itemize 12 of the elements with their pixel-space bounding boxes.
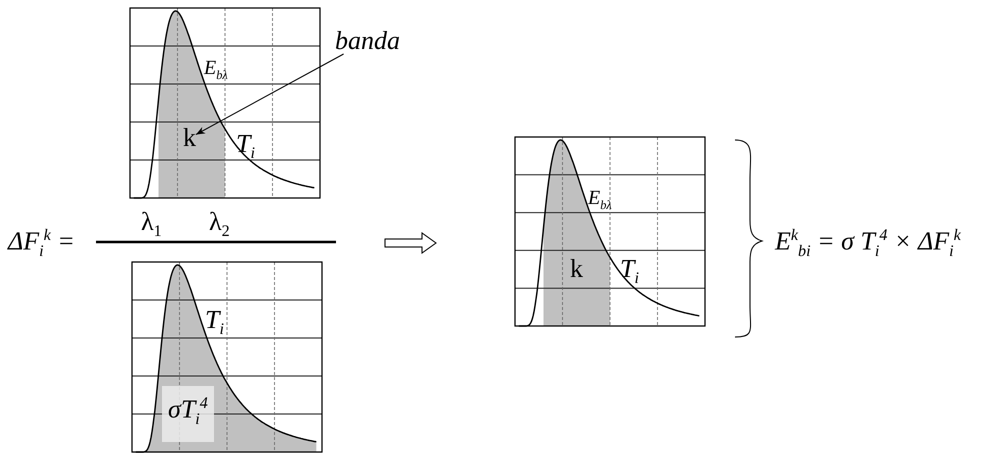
wavelength-label: λ$_{1}$ [141, 209, 162, 240]
band-index-label: k [183, 125, 196, 151]
temperature-label: T$_{i}$ [620, 256, 639, 288]
band-index-label: k [570, 256, 583, 282]
temperature-label: T$_{i}$ [236, 131, 255, 162]
wavelength-label: λ$_{2}$ [209, 209, 230, 240]
equation-text: ΔF$_{i}$$^{k}$ = [8, 228, 75, 260]
curve-label: E$_{bλ}$ [204, 58, 228, 82]
callout-text: banda [335, 28, 400, 54]
curve-label: E$_{bλ}$ [588, 188, 612, 212]
temperature-label: T$_{i}$ [205, 307, 224, 338]
leader-line [196, 54, 344, 135]
